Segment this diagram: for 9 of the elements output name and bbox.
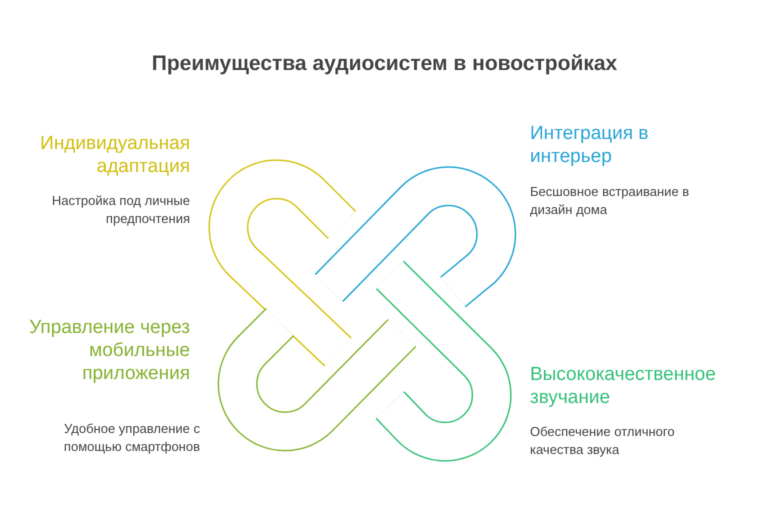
description: Настройка под личные предпочтения xyxy=(50,192,190,228)
description: Удобное управление с помощью смартфонов xyxy=(62,420,200,456)
heading: Индивидуальная адаптация xyxy=(39,132,190,178)
heading: Управление через мобильные приложения xyxy=(28,316,190,385)
description: Бесшовное встраивание в дизайн дома xyxy=(530,183,690,219)
title: Преимущества аудиосистем в новостройках xyxy=(150,52,618,76)
heading: Высококачественное звучание xyxy=(530,363,717,409)
description: Обеспечение отличного качества звука xyxy=(530,423,676,459)
heading: Интеграция в интерьер xyxy=(530,122,650,168)
